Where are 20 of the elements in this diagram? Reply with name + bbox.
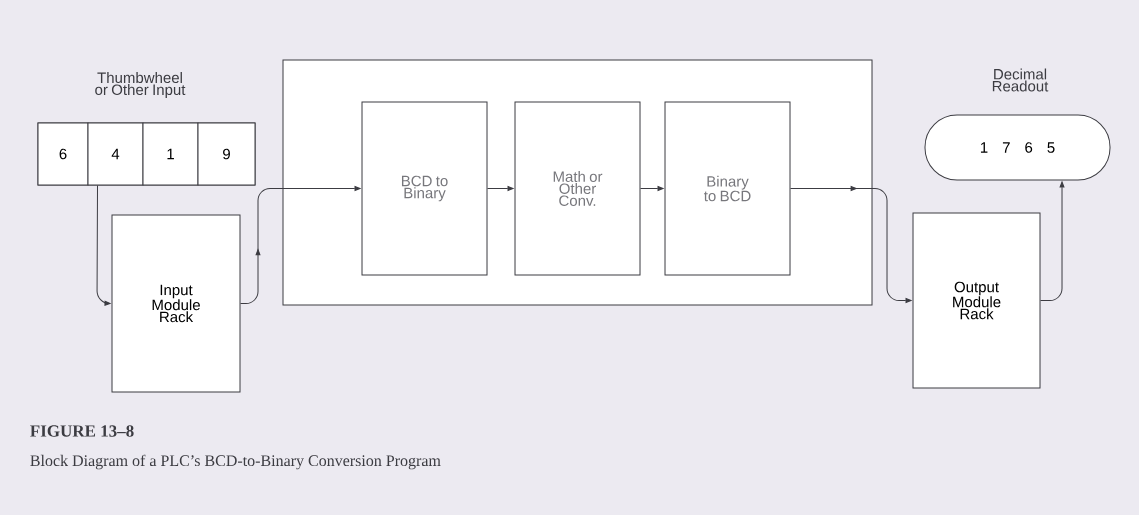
- process-box: BCD to Binary: [361, 101, 488, 276]
- digit-cell: 6: [37, 122, 89, 186]
- readout-display: 1 7 6 5: [924, 114, 1111, 181]
- arrow: [640, 186, 664, 191]
- module-rack-box: Output Module Rack: [912, 212, 1041, 389]
- heading-label: Thumbwheel or Other Input: [95, 72, 186, 98]
- arrow: [1040, 181, 1065, 301]
- figure-caption: Block Diagram of a PLC’s BCD-to-Binary Conversion Program: [30, 454, 441, 470]
- digit-cell: 4: [87, 122, 144, 186]
- arrow: [487, 186, 514, 191]
- arrow: [96, 185, 111, 306]
- arrow: [790, 186, 912, 303]
- process-box: Math or Other Conv.: [514, 101, 641, 276]
- arrow: [240, 186, 361, 304]
- digit-cell: 9: [197, 122, 256, 186]
- module-rack-box: Input Module Rack: [111, 214, 241, 393]
- heading-label: Decimal Readout: [992, 68, 1049, 92]
- digit-cell: 1: [142, 122, 199, 186]
- process-box: Binary to BCD: [664, 101, 791, 276]
- figure-title: FIGURE 13–8: [30, 425, 134, 437]
